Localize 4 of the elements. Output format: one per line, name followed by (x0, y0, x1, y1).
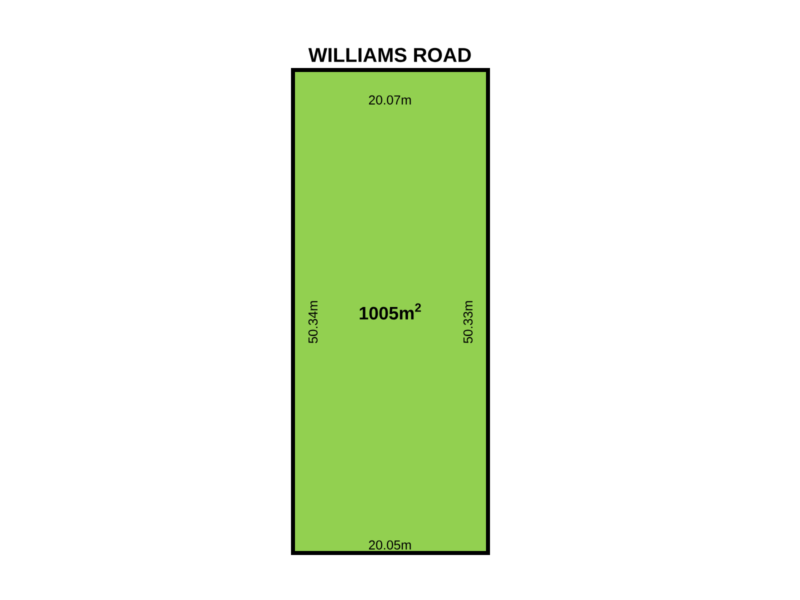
dimension-label: 50.34m (308, 301, 318, 344)
dimension-label: 20.07m (368, 95, 411, 105)
dimension-label: 50.33m (463, 301, 473, 344)
dimension-label: 20.05m (368, 540, 411, 550)
